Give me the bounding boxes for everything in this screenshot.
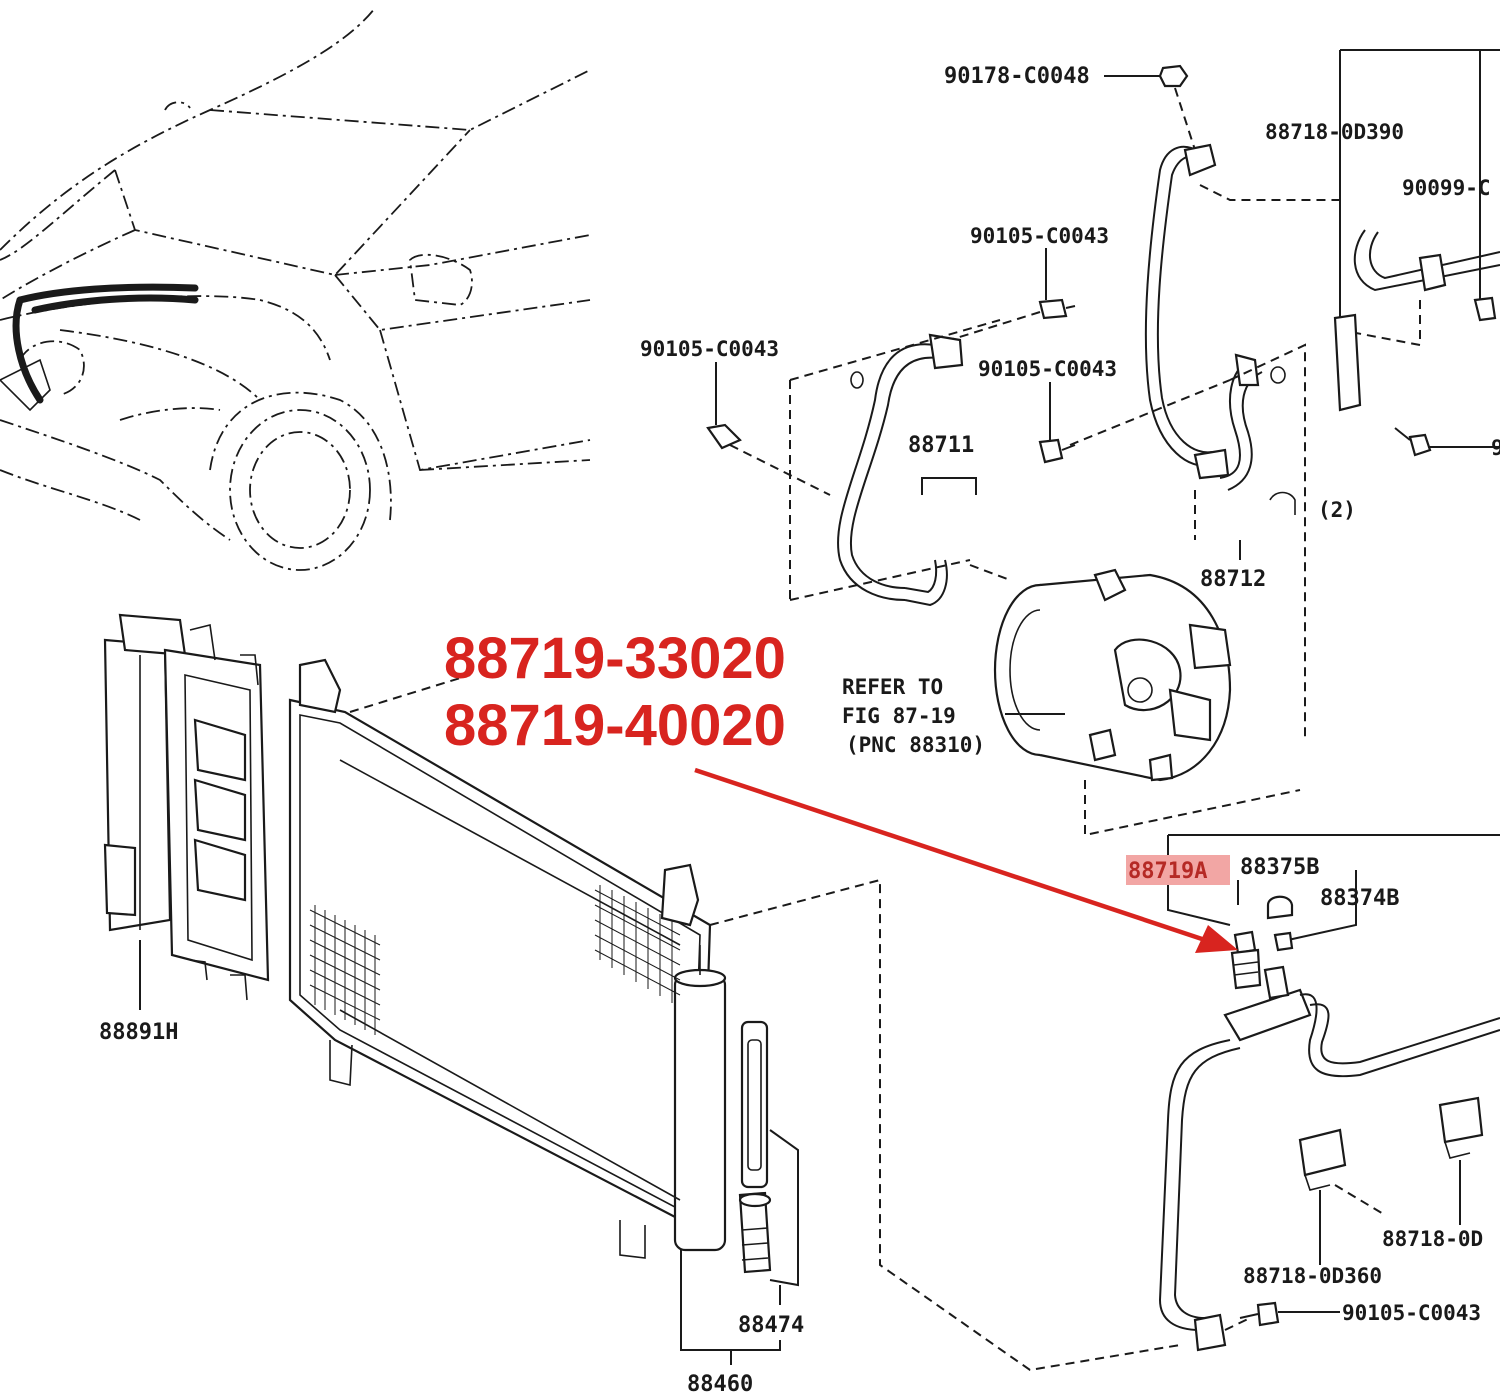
car-front-outline-icon (0, 7, 591, 571)
condenser-icon (288, 658, 727, 1259)
o-ring-88374b-icon (1273, 931, 1294, 952)
label-88718-0d390: 88718-0D390 (1265, 120, 1404, 144)
label-88718-0d-cut: 88718-0D (1382, 1227, 1483, 1251)
hose-88711-upper-icon (1144, 143, 1230, 480)
pressure-switch-icon (1230, 930, 1262, 990)
bolt-90105-left-icon (706, 423, 742, 450)
highlighted-part-88719a: 88719A (1126, 855, 1230, 885)
bolt-90099-icon (1394, 427, 1432, 457)
clamp-88718-0d360-icon (1298, 1128, 1347, 1191)
label-90178-c0048: 90178-C0048 (944, 64, 1090, 89)
bolt-90105-top-icon (1038, 298, 1076, 320)
label-90099-c: 90099-C (1402, 176, 1491, 200)
bolt-90105-mid-icon (1038, 438, 1076, 464)
label-88891h: 88891H (99, 1020, 178, 1045)
callout-part-number-1: 88719-33020 (444, 626, 786, 691)
highlight-box (1126, 855, 1230, 885)
red-arrow-icon (694, 767, 1238, 953)
pipe-88718-0d390-icon (1353, 229, 1500, 322)
bracket-icon (1333, 313, 1362, 412)
label-88374b: 88374B (1320, 886, 1399, 911)
label-88712: 88712 (1200, 567, 1266, 592)
label-90105-c0043-left: 90105-C0043 (640, 337, 779, 361)
hose-88712-icon (1219, 353, 1286, 491)
condenser-core-grid (309, 885, 681, 1035)
clamp-88718-0d-icon (1438, 1096, 1484, 1159)
bolt-90178-c0048-icon (1158, 64, 1189, 88)
ac-compressor-icon (993, 568, 1232, 782)
label-9-cut: 9 (1491, 436, 1500, 460)
callout-part-number-2: 88719-40020 (444, 693, 786, 758)
label-88375b: 88375B (1240, 855, 1319, 880)
hose-88711-icon (837, 333, 964, 607)
label-qty-2: (2) (1318, 498, 1356, 522)
label-88474: 88474 (738, 1313, 804, 1338)
refer-line-1: REFER TO (842, 675, 943, 699)
refer-line-3: (PNC 88310) (846, 733, 985, 757)
label-88711: 88711 (908, 433, 974, 458)
label-90105-c0043-bottom: 90105-C0043 (1342, 1301, 1481, 1325)
bolt-90105-bottom-icon (1239, 1301, 1280, 1327)
cap-88375b-icon (1266, 895, 1294, 920)
label-88460: 88460 (687, 1372, 753, 1397)
label-88718-0d360: 88718-0D360 (1243, 1264, 1382, 1288)
label-90105-c0043-mid: 90105-C0043 (978, 357, 1117, 381)
fan-shroud-icon (103, 613, 270, 1001)
label-90105-c0043-top: 90105-C0043 (970, 224, 1109, 248)
receiver-dryer-icon (738, 1020, 772, 1274)
refer-line-2: FIG 87-19 (842, 704, 956, 728)
label-88719a: 88719A (1128, 859, 1207, 884)
liquid-tube-icon (1158, 965, 1500, 1352)
